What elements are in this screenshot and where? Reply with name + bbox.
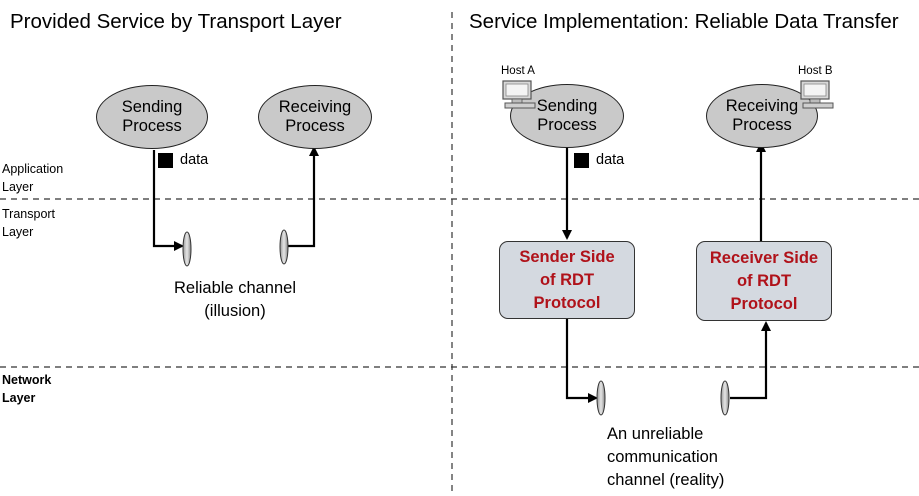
left-channel-end-receive [279, 229, 289, 265]
left-panel-title: Provided Service by Transport Layer [10, 10, 342, 33]
left-send-path [152, 150, 184, 251]
right-channel-end-receive [720, 380, 730, 416]
right-data-packet [574, 153, 589, 168]
right-channel-end-send [596, 380, 606, 416]
receiver-rdt-protocol-box: Receiver Side of RDT Protocol [696, 241, 832, 321]
computer-icon [800, 80, 834, 109]
left-receive-path [287, 146, 319, 248]
right-channel-caption: An unreliable communication channel (rea… [607, 425, 725, 489]
computer-icon [502, 80, 536, 109]
host-b-label: Host B [798, 65, 833, 77]
left-channel-end-send [182, 231, 192, 267]
host-a-label: Host A [501, 65, 535, 77]
left-data-packet [158, 153, 173, 168]
sender-rdt-protocol-box: Sender Side of RDT Protocol [499, 241, 635, 319]
right-send-network-path [565, 319, 598, 403]
left-channel-caption: Reliable channel(illusion) [173, 279, 296, 320]
right-receive-network-path [730, 321, 771, 400]
right-panel-title: Service Implementation: Reliable Data Tr… [469, 10, 899, 33]
right-data-label: data [596, 152, 625, 168]
left-data-label: data [180, 152, 209, 168]
